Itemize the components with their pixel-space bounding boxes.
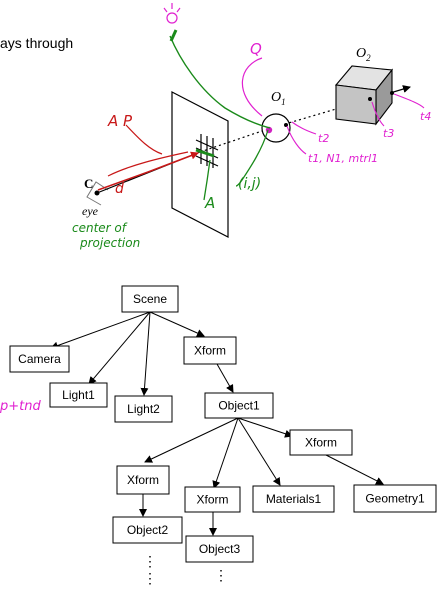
node-light1-label: Light1 — [62, 388, 95, 402]
annotation-d: d — [115, 181, 124, 197]
edge-object1-xform-right — [237, 417, 293, 438]
magenta-q-arc — [241, 57, 263, 117]
magenta-pointer-t4 — [393, 93, 425, 109]
node-object1: Object1 — [204, 392, 274, 419]
node-object2-label: Object2 — [127, 523, 169, 537]
edge-scene-light1 — [88, 311, 151, 385]
node-light2-label: Light2 — [127, 402, 160, 416]
node-camera: Camera — [9, 345, 70, 373]
green-light-mark — [169, 29, 178, 42]
magenta-pointer-t2 — [291, 121, 317, 135]
label-o1: O1 — [271, 90, 286, 107]
node-object3: Object3 — [185, 535, 254, 563]
scene-graph-edges — [50, 311, 384, 536]
sphere-o1 — [261, 113, 291, 143]
node-xform-mid: Xform — [184, 486, 241, 513]
node-scene-label: Scene — [133, 292, 167, 306]
annotation-t3: t3 — [383, 127, 394, 140]
cube-o2 — [334, 65, 394, 126]
annotation-ap: A P — [107, 112, 133, 130]
edge-xform-right-geometry — [325, 454, 384, 485]
magenta-pointer-t1 — [286, 125, 307, 155]
image-plane — [171, 91, 229, 238]
node-geometry1: Geometry1 — [353, 484, 437, 513]
label-c: C — [84, 176, 93, 191]
edge-object1-xform-mid — [212, 417, 239, 489]
annotation-ptnd: p+tnd — [0, 399, 41, 414]
green-pointer-a — [203, 159, 211, 201]
label-o2: O2 — [356, 46, 371, 63]
edge-object1-materials — [237, 417, 281, 486]
green-shadow-ray — [169, 35, 271, 129]
node-object3-label: Object3 — [199, 542, 241, 556]
edge-scene-light2 — [140, 311, 151, 396]
magenta-pointer-t3 — [371, 101, 385, 127]
node-light2: Light2 — [114, 395, 173, 423]
edge-scene-xform — [149, 311, 205, 337]
node-xform-right-label: Xform — [305, 436, 337, 450]
red-ray — [97, 151, 199, 191]
top-text: ays through — [0, 35, 73, 51]
node-object1-label: Object1 — [218, 399, 260, 413]
node-xform-left: Xform — [116, 465, 170, 495]
ray-diagram: C eye A P d O1 O2 (i,j) A — [0, 3, 431, 414]
node-materials1-label: Materials1 — [266, 492, 322, 506]
node-xform-top: Xform — [183, 336, 237, 365]
node-xform-left-label: Xform — [127, 473, 159, 487]
green-pixel-mark — [195, 148, 215, 158]
node-light1: Light1 — [49, 382, 108, 408]
node-materials1: Materials1 — [252, 485, 335, 513]
magenta-light-icon — [163, 3, 181, 24]
node-xform-right: Xform — [289, 429, 353, 456]
annotation-t2: t2 — [318, 132, 329, 145]
edge-xform-object1 — [216, 363, 234, 393]
scene-graph: Scene Camera Light1 Light2 Xform Object1… — [9, 285, 437, 586]
edge-object1-xform-left — [144, 417, 239, 463]
annotation-a: A — [204, 194, 215, 212]
node-scene: Scene — [121, 285, 179, 313]
red-tick — [125, 124, 163, 155]
ellipsis-object2: ⋮ — [143, 553, 157, 569]
node-xform-mid-label: Xform — [196, 493, 228, 507]
red-ray-2 — [107, 151, 189, 177]
annotation-center-of: center of — [72, 221, 128, 235]
ellipsis-object2-b: ⋮ — [143, 570, 157, 586]
node-xform-top-label: Xform — [194, 344, 226, 358]
node-geometry1-label: Geometry1 — [365, 492, 425, 506]
green-pointer-ij — [235, 129, 269, 187]
ellipsis-object3: ⋮ — [214, 567, 228, 583]
primary-ray-dotted-2 — [274, 98, 371, 128]
cube-hit-back — [390, 91, 394, 95]
node-camera-label: Camera — [18, 352, 61, 366]
edge-scene-camera — [50, 311, 151, 350]
node-object2: Object2 — [112, 516, 183, 544]
cube-hit-front — [368, 97, 372, 101]
annotation-t4: t4 — [420, 110, 431, 123]
annotation-ij: (i,j) — [238, 176, 261, 192]
annotation-q: Q — [250, 40, 262, 58]
primary-ray-dotted — [199, 129, 266, 153]
annotation-t1: t1, N1, mtrl1 — [308, 152, 378, 165]
label-eye: eye — [82, 204, 99, 218]
annotation-projection: projection — [79, 236, 140, 250]
